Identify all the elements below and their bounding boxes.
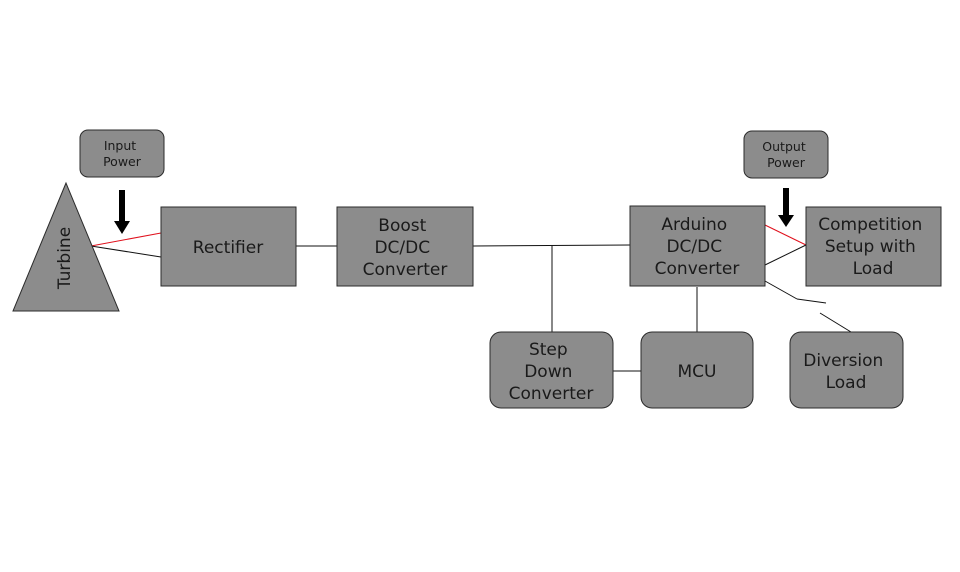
turbine-to-rectifier-return-wire [90, 245, 162, 258]
input-power-line-2: Power [103, 154, 142, 169]
boost-converter-block: Boost DC/DC Converter [336, 206, 474, 287]
arduino-to-load-return-wire [764, 244, 807, 266]
step-down-converter-block: Step Down Converter [489, 331, 614, 409]
input-power-callout: Input Power [79, 129, 165, 234]
output-power-arrow-shaft [783, 188, 789, 216]
boost-converter-line-3: Converter [363, 260, 448, 280]
arduino-converter-line-2: DC/DC [666, 237, 722, 257]
diversion-load-box [789, 331, 904, 409]
mcu-label: MCU [678, 362, 717, 382]
input-power-arrow-head [114, 221, 130, 234]
boost-converter-label: Boost DC/DC Converter [363, 216, 448, 280]
output-power-line-2: Power [767, 155, 806, 170]
rectifier-box [160, 206, 297, 287]
mcu-line-1: MCU [678, 362, 717, 382]
arduino-converter-label: Arduino DC/DC Converter [655, 215, 740, 279]
turbine-to-rectifier-power-wire [90, 232, 162, 247]
output-power-label: Output Power [762, 139, 809, 170]
arduino-to-diversion-switch-wire [764, 280, 798, 300]
rectifier-line-1: Rectifier [193, 238, 263, 258]
rectifier-block: Rectifier [160, 206, 297, 287]
input-power-box [79, 129, 165, 178]
competition-setup-box [805, 206, 942, 287]
diversion-switch-contact [796, 298, 827, 304]
output-power-arrow-head [778, 215, 794, 227]
mcu-block: MCU [640, 331, 754, 409]
arduino-to-load-power-wire [764, 224, 807, 246]
arduino-converter-line-3: Converter [655, 259, 740, 279]
turbine-triangle [12, 181, 120, 312]
turbine: Turbine [12, 181, 120, 312]
output-power-callout: Output Power [743, 130, 829, 227]
arduino-converter-block: Arduino DC/DC Converter [629, 205, 766, 287]
step-down-converter-line-1: Step [529, 340, 568, 360]
rectifier-label: Rectifier [193, 238, 263, 258]
boost-converter-box [336, 206, 474, 287]
step-down-converter-line-2: Down [524, 362, 572, 382]
arduino-converter-line-1: Arduino [661, 215, 727, 235]
dc-bus-wire [472, 244, 631, 247]
boost-converter-line-2: DC/DC [374, 238, 430, 258]
boost-converter-line-1: Boost [378, 216, 426, 236]
diversion-load-label: Diversion Load [803, 351, 888, 393]
diversion-load-line-1: Diversion [803, 351, 883, 371]
diversion-load-block: Diversion Load [789, 331, 904, 409]
competition-setup-label: Competition Setup with Load [818, 215, 927, 279]
wires [90, 224, 852, 372]
step-down-converter-label: Step Down Converter [509, 340, 594, 404]
competition-setup-line-1: Competition [818, 215, 922, 235]
step-down-converter-line-3: Converter [509, 384, 594, 404]
input-power-line-1: Input [104, 138, 136, 153]
switch-to-diversion-load-wire [819, 312, 852, 333]
output-power-box [743, 130, 829, 179]
competition-setup-line-3: Load [853, 259, 894, 279]
mcu-box [640, 331, 754, 409]
competition-setup-line-2: Setup with [825, 237, 916, 257]
input-power-label: Input Power [103, 138, 142, 169]
diversion-load-line-2: Load [826, 373, 867, 393]
competition-setup-block: Competition Setup with Load [805, 206, 942, 287]
arduino-converter-box [629, 205, 766, 287]
turbine-label: Turbine [55, 227, 75, 290]
input-power-arrow-shaft [119, 190, 125, 222]
step-down-converter-box [489, 331, 614, 409]
output-power-line-1: Output [762, 139, 806, 154]
